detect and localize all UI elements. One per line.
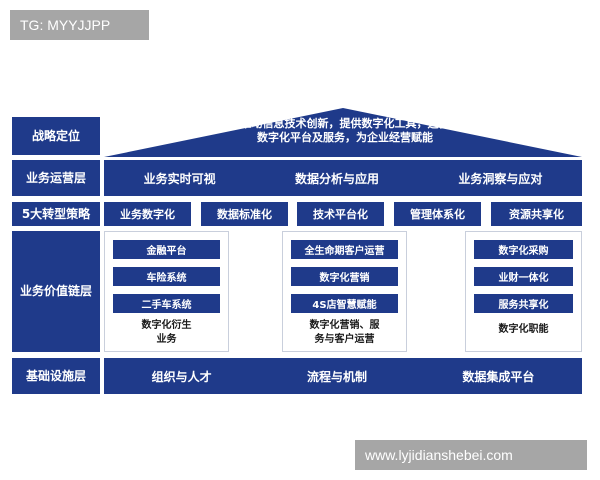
- value-caption-marketing-line1: 数字化营销、服: [309, 320, 380, 331]
- value-item-finance-integration: 业财一体化: [474, 267, 573, 286]
- value-caption-functions-line1: 数字化职能: [498, 324, 549, 335]
- infrastructure-band: 组织与人才 流程与机制 数据集成平台: [104, 358, 582, 394]
- operation-item-analytics: 数据分析与应用: [294, 171, 379, 186]
- roof-triangle: [104, 108, 582, 157]
- strategy-tech-platform: 技术平台化: [297, 202, 384, 226]
- strategy-statement-line1: 推动信息技术创新，提供数字化工具，运营: [240, 117, 450, 130]
- value-item-shared-services: 服务共享化: [474, 294, 573, 313]
- value-group-derivative: 金融平台 车险系统 二手车系统 数字化衍生 业务: [104, 231, 229, 352]
- watermark-top: TG: MYYJJPP: [10, 10, 149, 40]
- operation-band: 业务实时可视 数据分析与应用 业务洞察与应对: [104, 160, 582, 196]
- row-label-infrastructure: 基础设施层: [12, 358, 100, 394]
- value-caption-marketing-line2: 务与客户运营: [314, 333, 375, 345]
- operation-item-visibility: 业务实时可视: [143, 171, 216, 186]
- strategy-data-standardization: 数据标准化: [201, 202, 288, 226]
- strategy-statement: 推动信息技术创新，提供数字化工具，运营 数字化平台及服务，为企业经营赋能: [220, 117, 470, 145]
- value-item-digital-procurement: 数字化采购: [474, 240, 573, 259]
- strategy-statement-line2: 数字化平台及服务，为企业经营赋能: [257, 131, 433, 144]
- operation-item-insight: 业务洞察与应对: [458, 171, 543, 186]
- value-item-finance-platform: 金融平台: [113, 240, 220, 259]
- infra-item-data-platform: 数据集成平台: [462, 369, 535, 384]
- value-item-customer-lifecycle: 全生命期客户运营: [291, 240, 398, 259]
- watermark-bottom: www.lyjidianshebei.com: [355, 440, 587, 470]
- row-label-value-chain: 业务价值链层: [12, 231, 100, 352]
- value-caption-derivative-line1: 数字化衍生: [141, 320, 192, 331]
- value-group-marketing: 全生命期客户运营 数字化营销 4S店智慧赋能 数字化营销、服 务与客户运营: [282, 231, 407, 352]
- value-caption-derivative: 数字化衍生 业务: [109, 319, 224, 346]
- value-caption-derivative-line2: 业务: [156, 333, 177, 345]
- value-item-used-car: 二手车系统: [113, 294, 220, 313]
- value-item-auto-insurance: 车险系统: [113, 267, 220, 286]
- row-label-strategies: 5大转型策略: [12, 202, 100, 226]
- infra-item-process: 流程与机制: [306, 369, 367, 384]
- value-group-functions: 数字化采购 业财一体化 服务共享化 数字化职能: [465, 231, 582, 352]
- strategy-business-digitalization: 业务数字化: [104, 202, 191, 226]
- value-caption-functions: 数字化职能: [470, 323, 577, 337]
- value-item-4s-empowerment: 4S店智慧赋能: [291, 294, 398, 313]
- row-label-strategy: 战略定位: [12, 117, 100, 155]
- infra-item-org-talent: 组织与人才: [151, 369, 212, 384]
- value-caption-marketing: 数字化营销、服 务与客户运营: [287, 319, 402, 346]
- strategy-resource-sharing: 资源共享化: [491, 202, 582, 226]
- value-item-digital-marketing: 数字化营销: [291, 267, 398, 286]
- row-label-operation: 业务运营层: [12, 160, 100, 196]
- strategy-management-system: 管理体系化: [394, 202, 481, 226]
